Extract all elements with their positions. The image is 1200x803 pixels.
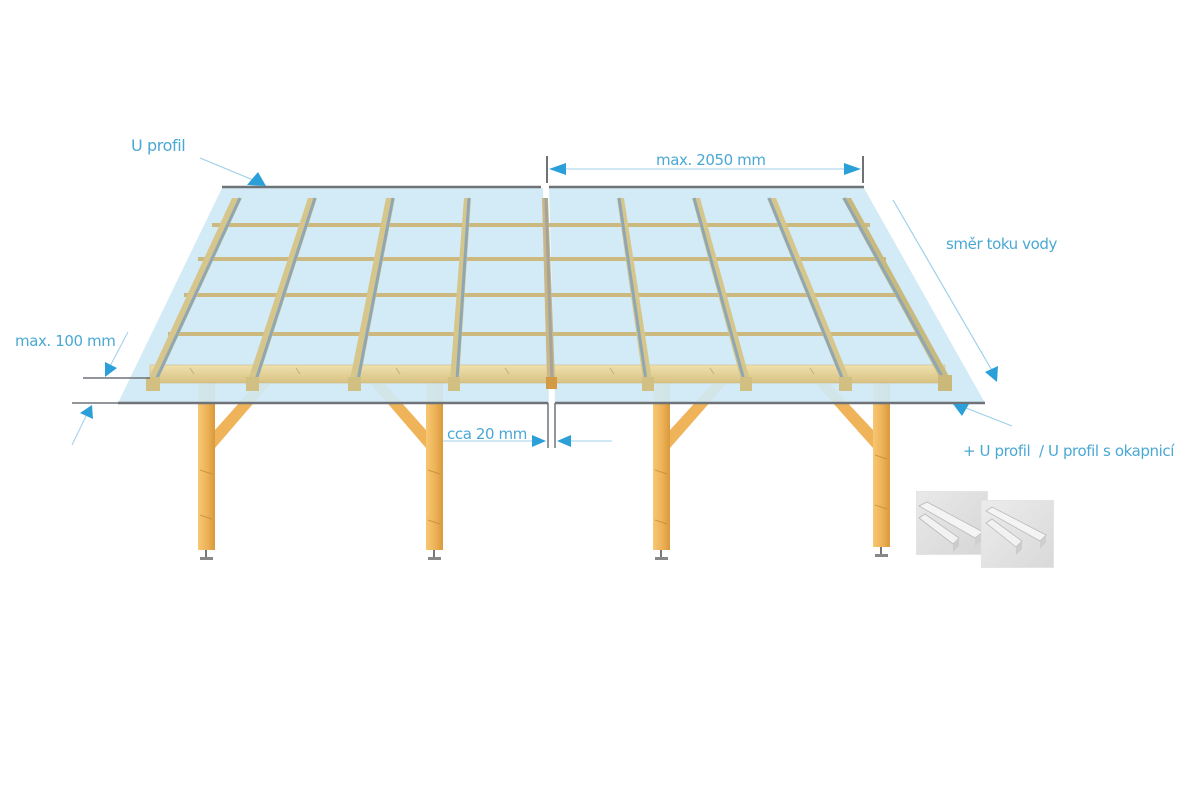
u-profile-edges	[118, 185, 985, 405]
rafters	[146, 197, 952, 391]
label-water-flow: směr toku vody	[946, 235, 1058, 253]
u-profile-drip-thumbnail	[981, 500, 1054, 568]
label-max-overhang: max. 100 mm	[15, 332, 116, 350]
u-profile-top-pointer	[199, 157, 266, 186]
label-max-width: max. 2050 mm	[656, 151, 766, 169]
dimension-max-width	[546, 156, 864, 183]
cross-battens	[168, 223, 922, 336]
water-flow-arrow	[892, 199, 998, 382]
dimension-overhang	[71, 331, 150, 446]
u-profile-bottom-pointer	[953, 404, 1013, 427]
label-gap: cca 20 mm	[447, 425, 527, 443]
u-profile-thumbnail	[916, 491, 988, 555]
label-u-profile-top: U profil	[131, 136, 186, 155]
dimension-gap	[443, 403, 612, 448]
label-u-profile-bottom: + U profil / U profil s okapnicí	[963, 442, 1175, 460]
posts	[198, 380, 890, 560]
